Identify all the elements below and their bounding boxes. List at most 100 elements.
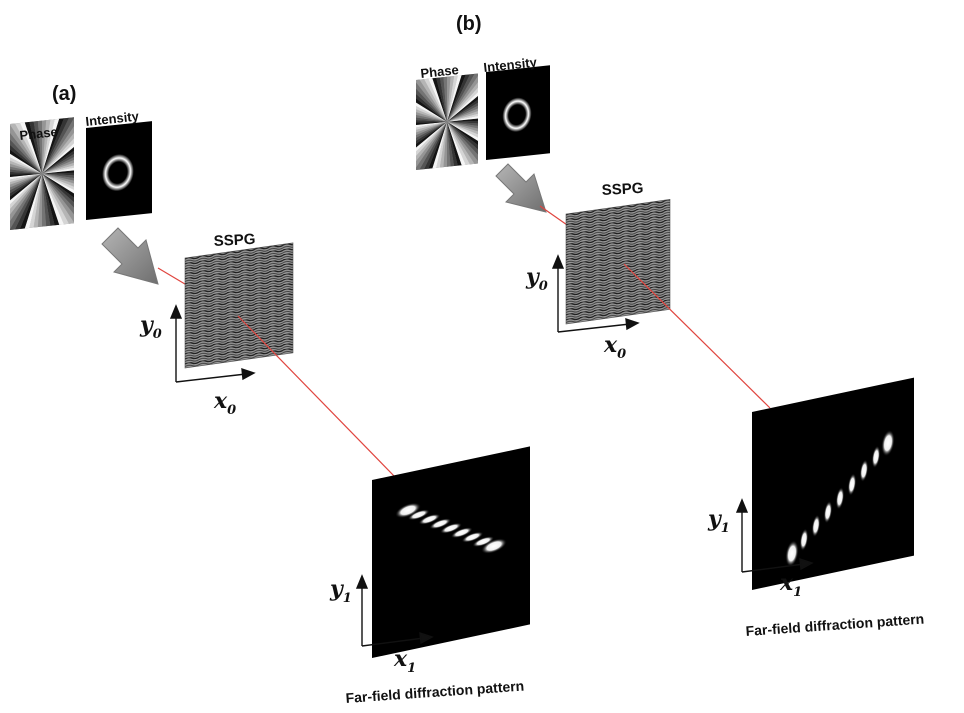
phase-wedge — [416, 121, 447, 146]
phase-wedge — [10, 173, 42, 230]
phase-wedge — [42, 173, 74, 223]
phase-wedge — [42, 173, 74, 209]
intensity-label-b: Intensity — [483, 54, 538, 75]
phase-wedge — [36, 117, 43, 174]
phase-wedge — [15, 117, 42, 174]
diffraction-lobe — [440, 522, 462, 534]
diffraction-lobe — [481, 538, 507, 554]
phase-wedge — [10, 158, 42, 174]
phase-wedge — [447, 121, 478, 142]
phase-wedge — [416, 73, 447, 122]
phase-wedge — [42, 173, 74, 194]
phase-wedge — [42, 135, 74, 174]
phase-wedge — [42, 173, 59, 230]
phase-wedge — [416, 121, 447, 130]
input-arrow-b — [495, 163, 547, 213]
phase-wedge — [15, 173, 42, 230]
phase-wedge — [20, 117, 42, 174]
phase-map-a — [10, 117, 74, 230]
phase-wedge — [425, 121, 447, 170]
phase-wedge — [42, 130, 74, 174]
phase-wedge — [416, 81, 447, 122]
x-axis-label-a-output: x1 — [393, 646, 416, 676]
phase-wedge — [447, 98, 478, 122]
phase-wedge — [416, 121, 447, 165]
phase-wedge — [10, 173, 42, 192]
phase-wedge — [36, 173, 42, 230]
y-axis-label-b-output: y1 — [707, 506, 730, 536]
panel-a: (a) Phase Intensity SSPG — [10, 83, 530, 706]
phase-wedge — [447, 73, 478, 122]
phase-wedge — [10, 125, 42, 174]
phase-wedge — [10, 117, 42, 174]
phase-wedge — [416, 91, 447, 122]
caption-a: Far-field diffraction pattern — [345, 678, 525, 706]
phase-wedge — [42, 173, 53, 230]
panel-b: (b) Phase Intensity SSPG — [416, 13, 925, 639]
phase-wedge — [416, 117, 447, 124]
phase-wedge — [25, 117, 42, 174]
x-axis-label-a-input: x0 — [213, 388, 236, 418]
intensity-map-b — [486, 65, 550, 160]
phase-wedge — [42, 155, 74, 174]
phase-wedge — [416, 121, 447, 170]
phase-wedge — [10, 173, 42, 217]
phase-wedge — [42, 173, 74, 183]
caption-b: Far-field diffraction pattern — [745, 611, 925, 639]
phase-wedge — [42, 117, 74, 174]
phase-wedge — [42, 126, 74, 174]
phase-wedge — [447, 73, 469, 122]
phase-wedge — [42, 145, 74, 174]
phase-wedge — [416, 121, 447, 170]
farfield-pattern-a — [372, 446, 530, 658]
phase-wedge — [447, 121, 478, 170]
phase-label-b: Phase — [420, 62, 460, 81]
phase-wedge — [42, 118, 74, 174]
phase-wedge — [416, 121, 447, 169]
phase-wedge — [430, 73, 447, 122]
phase-wedge — [10, 169, 42, 176]
phase-wedge — [42, 173, 74, 199]
phase-wedge — [447, 103, 478, 122]
phase-wedge — [10, 153, 42, 174]
diffraction-lobe — [461, 531, 484, 543]
intensity-label-a: Intensity — [85, 108, 140, 129]
phase-wedge — [10, 173, 42, 230]
phase-wedge — [10, 173, 42, 225]
phase-wedge — [447, 73, 474, 122]
y-axis-label-a-input: y0 — [139, 312, 162, 342]
phase-wedge — [447, 73, 478, 122]
phase-wedge — [447, 121, 478, 132]
phase-wedge — [441, 73, 448, 122]
grating-label-b: SSPG — [601, 180, 644, 199]
phase-wedge — [10, 129, 42, 174]
phase-wedge — [10, 173, 42, 221]
phase-wedge — [447, 83, 478, 122]
phase-wedge — [416, 73, 447, 122]
phase-wedge — [447, 121, 464, 170]
phase-wedge — [10, 121, 42, 174]
phase-wedge — [42, 173, 74, 205]
phase-wedge — [447, 121, 478, 137]
phase-wedge — [10, 173, 42, 230]
diffraction-lobe — [859, 459, 869, 482]
phase-wedge — [10, 173, 42, 230]
phase-wedge — [447, 121, 478, 158]
phase-wedge — [447, 121, 478, 153]
grating-label-a: SSPG — [213, 231, 256, 250]
phase-wedge — [416, 121, 447, 161]
phase-wedge — [420, 121, 447, 170]
phase-wedge — [10, 173, 42, 230]
phase-wedge — [42, 117, 69, 174]
phase-wedge — [31, 117, 42, 174]
phase-wedge — [447, 121, 469, 170]
phase-wedge — [42, 117, 74, 174]
grating-b — [565, 199, 671, 325]
diffraction-lobe — [418, 513, 441, 525]
panel-label-a: (a) — [52, 83, 76, 105]
phase-wedge — [42, 117, 74, 174]
phase-wedge — [42, 122, 74, 174]
phase-wedge — [425, 73, 447, 122]
phase-wedge — [416, 77, 447, 122]
